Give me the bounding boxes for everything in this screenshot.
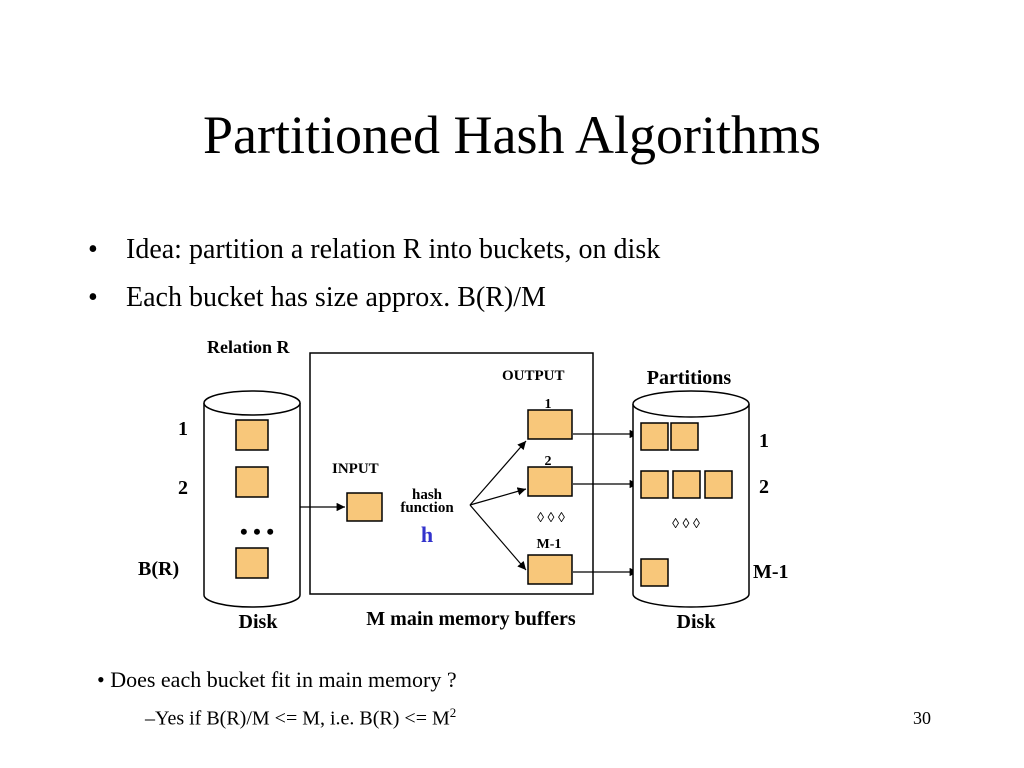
left-row-label-2: 2 [178, 477, 188, 499]
partition-1-page-1 [640, 422, 669, 451]
partition-2-page-3 [704, 470, 733, 499]
partition-m1-page-1 [640, 558, 669, 587]
right-disk-caption: Disk [677, 611, 717, 633]
answer-text: –Yes if B(R)/M <= M, i.e. B(R) <= M2 [145, 705, 456, 731]
right-row-label-m1: M-1 [753, 561, 789, 583]
left-disk-ellipsis: • • • [240, 519, 274, 544]
bullet-list: Idea: partition a relation R into bucket… [88, 230, 660, 326]
input-buffer [346, 492, 383, 522]
question-text: • Does each bucket fit in main memory ? [97, 667, 457, 692]
slide-title: Partitioned Hash Algorithms [203, 105, 821, 165]
relation-label: Relation R [207, 337, 290, 357]
answer-superscript: 2 [449, 705, 457, 720]
output-ellipsis: ◊ ◊ ◊ [537, 511, 565, 526]
bullet-item: Each bucket has size approx. B(R)/M [88, 278, 660, 326]
bullet-item: Idea: partition a relation R into bucket… [88, 230, 660, 278]
output-row-label-m1: M-1 [537, 537, 562, 552]
partition-2-page-2 [672, 470, 701, 499]
partition-2-page-1 [640, 470, 669, 499]
left-page-1 [235, 419, 269, 451]
hash-arrow-1 [469, 440, 527, 506]
answer-main: –Yes if B(R)/M <= M, i.e. B(R) <= M [145, 707, 450, 730]
partitions-title: Partitions [647, 367, 732, 389]
output-row-label-1: 1 [545, 397, 552, 412]
left-disk-cylinder [203, 390, 301, 608]
memory-box [309, 352, 594, 595]
left-page-2 [235, 466, 269, 498]
left-row-label-1: 1 [178, 418, 188, 440]
hash-arrow-m1 [469, 504, 527, 571]
right-row-label-1: 1 [759, 430, 769, 452]
right-row-label-2: 2 [759, 476, 769, 498]
function-word: function [400, 500, 454, 516]
memory-caption: M main memory buffers [366, 608, 576, 630]
left-disk-caption: Disk [239, 611, 279, 633]
left-page-br [235, 547, 269, 579]
right-disk-cylinder [632, 390, 750, 608]
partition-ellipsis: ◊ ◊ ◊ [672, 517, 700, 532]
hash-arrow-2 [469, 487, 527, 506]
left-row-label-br: B(R) [138, 558, 179, 580]
input-label: INPUT [332, 461, 379, 477]
output-buffer-1 [527, 409, 573, 440]
output-buffer-m1 [527, 554, 573, 585]
output-label: OUTPUT [502, 368, 565, 384]
output-row-label-2: 2 [545, 454, 552, 469]
output-buffer-2 [527, 466, 573, 497]
hash-symbol: h [421, 522, 433, 547]
page-number: 30 [913, 708, 931, 728]
hash-word: hash [412, 487, 443, 503]
partition-1-page-2 [670, 422, 699, 451]
